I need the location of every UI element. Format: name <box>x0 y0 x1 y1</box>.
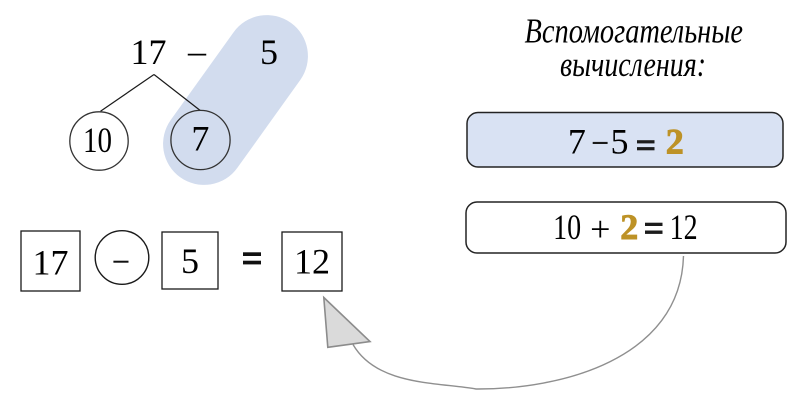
svg-text:10: 10 <box>553 207 581 247</box>
svg-text:2: 2 <box>620 207 638 247</box>
svg-text:10: 10 <box>83 120 112 160</box>
svg-text:17: 17 <box>33 243 69 283</box>
svg-text:Вспомогательные: Вспомогательные <box>525 12 744 51</box>
svg-text:12: 12 <box>670 207 698 247</box>
svg-text:12: 12 <box>294 242 330 282</box>
svg-text:5: 5 <box>611 122 629 162</box>
svg-text:+: + <box>590 209 610 249</box>
svg-text:–: – <box>187 31 207 71</box>
svg-text:17: 17 <box>131 32 167 72</box>
svg-text:вычисления:: вычисления: <box>560 45 706 84</box>
svg-text:7: 7 <box>191 119 209 159</box>
svg-text:5: 5 <box>181 241 199 281</box>
svg-text:5: 5 <box>260 32 278 72</box>
svg-text:2: 2 <box>666 122 684 162</box>
svg-text:7: 7 <box>568 122 586 162</box>
